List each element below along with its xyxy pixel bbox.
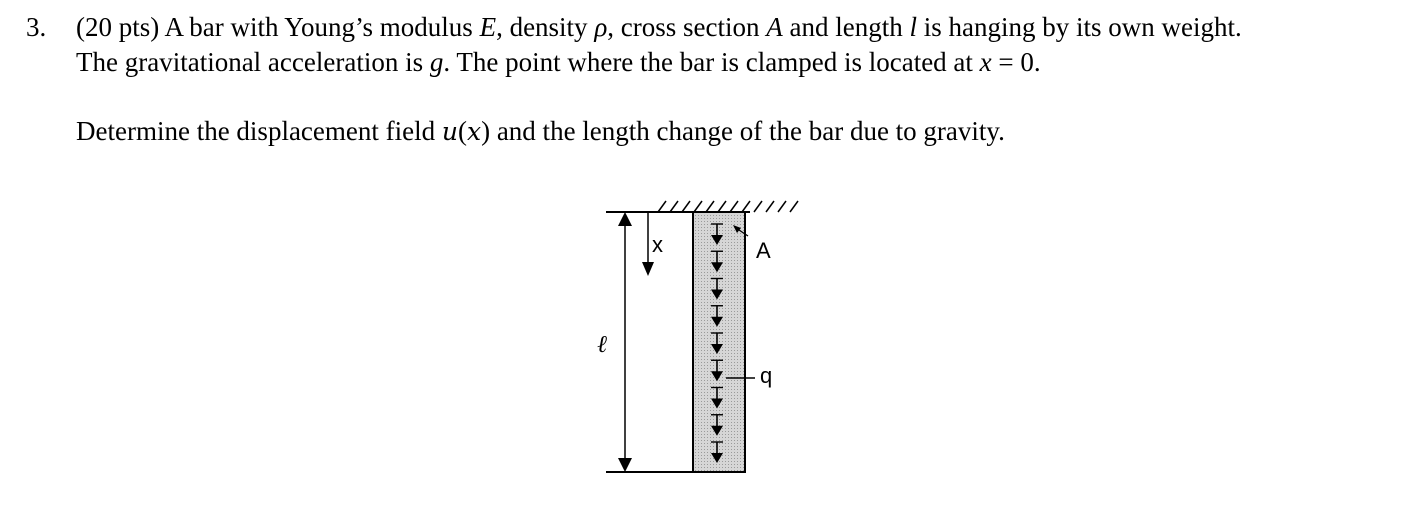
distributed-load [711, 223, 723, 463]
text: and length [782, 12, 910, 42]
text: (20 pts) A bar with Young’s modulus [76, 12, 480, 42]
symbol-g: g [429, 47, 444, 77]
hatch-mark [669, 200, 679, 213]
length-arrow-bottom [618, 458, 632, 472]
statement-line-2: The gravitational acceleration is g. The… [76, 45, 1396, 80]
text: , density [496, 12, 595, 42]
problem-number: 3. [26, 12, 47, 42]
symbol-x: x [979, 47, 992, 77]
load-arrow [711, 441, 723, 463]
statement-line-3: Determine the displacement field u(x) an… [76, 114, 1396, 149]
load-arrow [711, 250, 723, 273]
load-arrow [711, 414, 723, 436]
length-arrow-top [618, 212, 632, 226]
text: is hanging by its own weight. [917, 12, 1242, 42]
hatch-mark [657, 200, 667, 213]
load-arrow [711, 359, 723, 382]
text: . The point where the bar is clamped is … [443, 47, 980, 77]
statement-line-1: (20 pts) A bar with Young’s modulus E, d… [76, 10, 1396, 45]
load-arrow [711, 305, 723, 327]
symbol-E: E [479, 12, 497, 42]
load-label: q [760, 363, 773, 388]
hatch-mark [777, 200, 787, 213]
symbol-x: x [466, 117, 482, 146]
load-arrow [711, 332, 723, 354]
hatch-mark [765, 200, 775, 213]
area-leader-arrowhead [733, 225, 741, 233]
clamp-hatch [657, 200, 799, 213]
hatch-mark [693, 200, 703, 213]
x-axis-label: x [652, 232, 663, 257]
load-arrow [711, 223, 723, 245]
text: ( [457, 116, 467, 146]
hatch-mark [729, 200, 739, 213]
hatch-mark [717, 200, 727, 213]
hanging-bar-figure: x A ℓ q [560, 188, 820, 488]
hatch-mark [753, 200, 763, 213]
area-label: A [756, 238, 771, 263]
load-arrow [711, 277, 723, 300]
symbol-A: A [766, 12, 783, 42]
hatch-mark [705, 200, 715, 213]
hatch-mark [741, 200, 751, 213]
symbol-u: u [441, 117, 458, 146]
text: = 0. [991, 47, 1041, 77]
text: , cross section [607, 12, 767, 42]
hatch-mark [681, 200, 691, 213]
text: and the length change of the bar due to … [490, 116, 1005, 146]
x-axis-arrowhead [642, 262, 654, 276]
text: Determine the displacement field [76, 116, 442, 146]
hatch-mark [789, 200, 799, 213]
symbol-l: l [909, 12, 917, 42]
load-arrow [711, 386, 723, 409]
text: The gravitational acceleration is [76, 47, 430, 77]
text: ) [481, 116, 491, 146]
hanging-bar-diagram [606, 200, 799, 473]
problem-statement: (20 pts) A bar with Young’s modulus E, d… [76, 10, 1396, 149]
symbol-rho: ρ [594, 12, 608, 42]
length-label: ℓ [597, 330, 607, 358]
